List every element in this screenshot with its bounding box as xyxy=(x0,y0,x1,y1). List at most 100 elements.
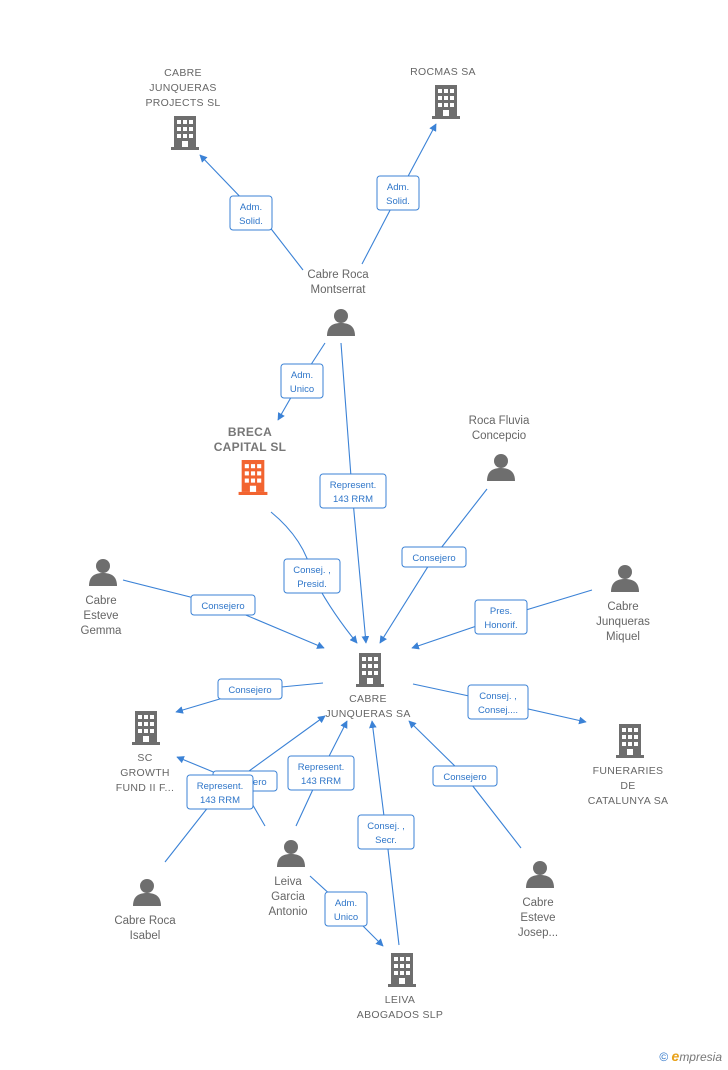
building-icon xyxy=(132,711,160,745)
edge-label-adm-unico[interactable]: Adm. Unico xyxy=(324,891,368,927)
edge-label-line: Solid. xyxy=(239,216,263,227)
edge-label-consej-consej[interactable]: Consej. , Consej.... xyxy=(467,684,529,720)
edge-line xyxy=(199,154,304,271)
node-label: Miquel xyxy=(606,631,640,643)
node-label: Cabre xyxy=(522,897,553,909)
edge-label-consejero[interactable]: Consejero xyxy=(190,594,256,616)
node-label: FUNERARIES xyxy=(593,765,664,777)
node-cabre-esteve-gemma[interactable]: Cabre Esteve Gemma xyxy=(81,559,123,637)
edge-label-line: Honorif. xyxy=(484,620,517,631)
node-label: GROWTH xyxy=(120,767,170,779)
node-cabre-junqueras-sa[interactable]: CABRE JUNQUERAS SA xyxy=(325,653,410,720)
edge-label-line: Represent. xyxy=(298,762,344,773)
brand-logo-e: e xyxy=(671,1048,680,1064)
node-label: Antonio xyxy=(268,906,307,918)
node-label: Josep... xyxy=(518,927,558,939)
building-icon xyxy=(616,724,644,758)
node-label: Concepcio xyxy=(472,430,526,442)
node-label: Cabre xyxy=(607,601,638,613)
node-leiva-garcia[interactable]: Leiva Garcia Antonio xyxy=(268,840,308,918)
edge-label-line: Represent. xyxy=(330,480,376,491)
edge-label-represent[interactable]: Represent. 143 RRM xyxy=(287,755,355,791)
node-label: Cabre Roca xyxy=(114,915,176,927)
node-cabre-roca-isabel[interactable]: Cabre Roca Isabel xyxy=(114,879,176,942)
building-icon xyxy=(356,653,384,687)
node-cabre-junqueras-miquel[interactable]: Cabre Junqueras Miquel xyxy=(596,565,650,643)
edge-label-line: 143 RRM xyxy=(301,776,341,787)
node-leiva-abogados[interactable]: LEIVA ABOGADOS SLP xyxy=(357,953,443,1021)
edge-label-line: Unico xyxy=(290,384,314,395)
node-label: Montserrat xyxy=(311,284,367,296)
node-label: Garcia xyxy=(271,891,305,903)
node-label: ROCMAS SA xyxy=(410,66,476,78)
edge-label-line: Consejero xyxy=(201,601,244,612)
node-cabre-esteve-josep[interactable]: Cabre Esteve Josep... xyxy=(518,861,558,939)
edge-label-line: Consejero xyxy=(228,685,271,696)
edge-label-line: Secr. xyxy=(375,835,397,846)
edge-label-consej-secr[interactable]: Consej. , Secr. xyxy=(357,814,415,850)
node-label: Roca Fluvia xyxy=(469,415,530,427)
node-cabre-junqueras-projects[interactable]: CABRE JUNQUERAS PROJECTS SL xyxy=(145,67,220,150)
brand-logo-text: mpresia xyxy=(679,1050,722,1064)
edge-label-line: Consej. , xyxy=(367,821,405,832)
edge-label-line: Presid. xyxy=(297,579,327,590)
node-rocmas[interactable]: ROCMAS SA xyxy=(410,66,476,119)
person-icon xyxy=(277,840,305,867)
node-label: CAPITAL SL xyxy=(214,440,287,454)
edge-label-represent[interactable]: Represent. 143 RRM xyxy=(186,774,254,810)
node-label: Cabre xyxy=(85,595,116,607)
building-icon xyxy=(432,85,460,119)
edge-label-line: 143 RRM xyxy=(200,795,240,806)
node-label: FUND II F... xyxy=(116,782,174,794)
node-label: PROJECTS SL xyxy=(145,97,220,109)
edge-label-line: Adm. xyxy=(240,202,262,213)
node-label: Esteve xyxy=(520,912,555,924)
edge-label-line: Pres. xyxy=(490,606,512,617)
building-icon xyxy=(238,460,268,495)
node-label: Junqueras xyxy=(596,616,650,628)
node-label: ABOGADOS SLP xyxy=(357,1009,443,1021)
edge-label-line: Adm. xyxy=(291,370,313,381)
edge-label-line: 143 RRM xyxy=(333,494,373,505)
person-icon xyxy=(611,565,639,592)
node-breca-capital[interactable]: BRECA CAPITAL SL xyxy=(214,425,287,495)
edge-label-line: Adm. xyxy=(335,898,357,909)
empresia-watermark: © empresia xyxy=(659,1048,722,1064)
edge-label-represent[interactable]: Represent. 143 RRM xyxy=(319,473,387,509)
node-label: SC xyxy=(137,752,152,764)
node-sc-growth[interactable]: SC GROWTH FUND II F... xyxy=(116,711,174,794)
node-cabre-roca-montserrat[interactable]: Cabre Roca Montserrat xyxy=(307,269,369,336)
person-icon xyxy=(526,861,554,888)
node-label: BRECA xyxy=(228,425,272,439)
edge-label-line: Unico xyxy=(334,912,358,923)
edge-label-line: Consej. , xyxy=(479,691,517,702)
edge-label-consejero[interactable]: Consejero xyxy=(217,678,283,700)
node-label: LEIVA xyxy=(385,994,416,1006)
edge-label-adm-solid[interactable]: Adm. Solid. xyxy=(229,195,273,231)
node-label: Cabre Roca xyxy=(307,269,369,281)
edge-label-line: Consejero xyxy=(412,553,455,564)
node-label: DE xyxy=(620,780,635,792)
person-icon xyxy=(487,454,515,481)
building-icon xyxy=(388,953,416,987)
node-label: Isabel xyxy=(130,930,161,942)
edge-label-pres-honorif[interactable]: Pres. Honorif. xyxy=(474,599,528,635)
edge-label-adm-unico[interactable]: Adm. Unico xyxy=(280,363,324,399)
brand-logo: empresia xyxy=(671,1048,722,1064)
edge-label-line: Adm. xyxy=(387,182,409,193)
node-label: CATALUNYA SA xyxy=(588,795,669,807)
edge-label-line: Consej. , xyxy=(293,565,331,576)
node-label: CABRE xyxy=(164,67,202,79)
edge-label-consejero[interactable]: Consejero xyxy=(432,765,498,787)
edge-label-line: Solid. xyxy=(386,196,410,207)
building-icon xyxy=(171,116,199,150)
node-roca-fluvia[interactable]: Roca Fluvia Concepcio xyxy=(469,415,530,481)
edge-label-consej-presid[interactable]: Consej. , Presid. xyxy=(283,558,341,594)
edge-label-consejero[interactable]: Consejero xyxy=(401,546,467,568)
edge-label-adm-solid[interactable]: Adm. Solid. xyxy=(376,175,420,211)
node-label: Esteve xyxy=(83,610,118,622)
node-label: JUNQUERAS SA xyxy=(325,708,410,720)
edge-label-line: Consejero xyxy=(443,772,486,783)
node-funeraries[interactable]: FUNERARIES DE CATALUNYA SA xyxy=(588,724,669,807)
